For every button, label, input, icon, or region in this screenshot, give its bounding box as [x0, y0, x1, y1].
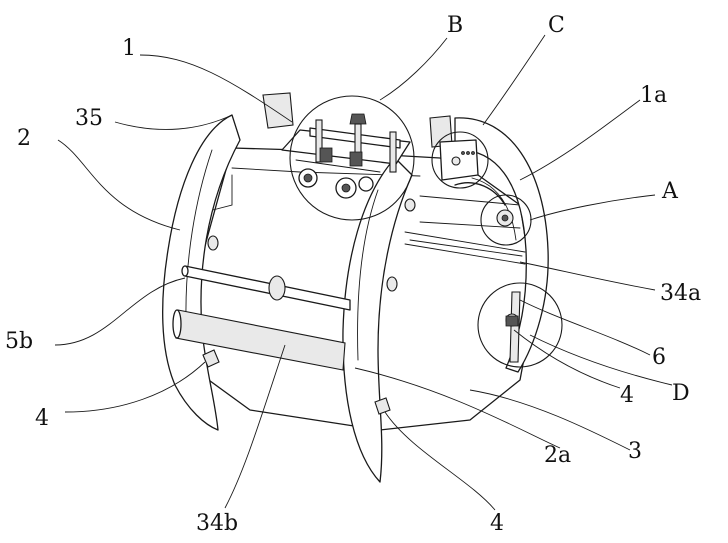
label-34b: 34b	[196, 511, 238, 536]
detail-c-box	[440, 140, 478, 180]
label-34a: 34a	[660, 281, 701, 306]
label-3: 3	[628, 439, 642, 464]
label-a: A	[661, 179, 679, 204]
label-6: 6	[652, 345, 666, 370]
label-4-left: 4	[35, 406, 49, 431]
link-d	[506, 314, 518, 326]
label-35: 35	[75, 106, 103, 131]
label-b: B	[447, 13, 463, 38]
label-1a: 1a	[640, 83, 667, 108]
label-4-right: 4	[620, 383, 634, 408]
label-1: 1	[122, 36, 136, 61]
label-4-bottom: 4	[490, 511, 504, 536]
label-d: D	[672, 381, 690, 406]
label-c: C	[548, 13, 565, 38]
label-2: 2	[17, 126, 31, 151]
label-2a: 2a	[544, 443, 571, 468]
label-5b: 5b	[5, 329, 33, 354]
